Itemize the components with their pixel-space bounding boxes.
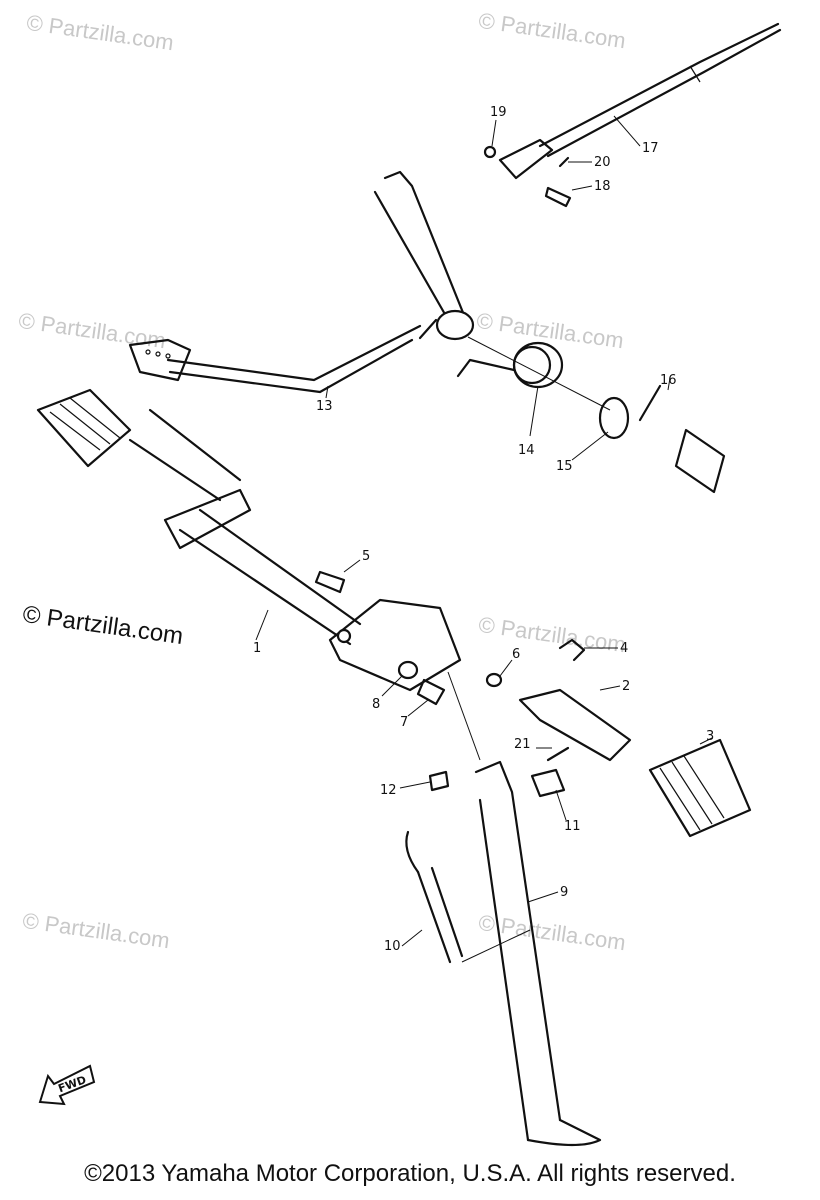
callout-12: 12 — [380, 783, 397, 798]
callout-21: 21 — [514, 737, 531, 752]
part-side-stand — [447, 671, 602, 1147]
part-return-spring — [456, 336, 611, 411]
callout-2: 2 — [622, 679, 630, 694]
part-stand-spring — [405, 830, 531, 964]
callout-14: 14 — [518, 443, 535, 458]
part-footrest-rubber-right — [648, 738, 752, 838]
callout-5: 5 — [362, 549, 370, 564]
part-pivot-shaft — [638, 384, 726, 494]
part-footrest-rubber-left — [36, 388, 132, 468]
callout-20: 20 — [594, 155, 611, 170]
part-spring-small — [558, 638, 586, 662]
callout-16: 16 — [660, 373, 677, 388]
part-cotter — [546, 746, 570, 762]
part-footrest-bar — [128, 408, 462, 692]
part-bolt-7 — [416, 678, 446, 706]
callout-15: 15 — [556, 459, 573, 474]
callouts: 1 2 3 4 5 6 7 8 9 10 11 12 13 14 15 16 1… — [253, 105, 714, 954]
part-brake-pedal — [128, 170, 475, 394]
callout-11: 11 — [564, 819, 581, 834]
callout-13: 13 — [316, 399, 333, 414]
callout-9: 9 — [560, 885, 568, 900]
callout-17: 17 — [642, 141, 659, 156]
callout-6: 6 — [512, 647, 520, 662]
part-nut — [428, 770, 450, 792]
forward-arrow-icon: FWD — [36, 1062, 96, 1111]
copyright-text: ©2013 Yamaha Motor Corporation, U.S.A. A… — [84, 1160, 736, 1187]
callout-10: 10 — [384, 939, 401, 954]
callout-19: 19 — [490, 105, 507, 120]
callout-18: 18 — [594, 179, 611, 194]
part-washer-small — [485, 672, 503, 688]
part-washer-8 — [397, 660, 419, 680]
part-bolt-11 — [530, 768, 566, 798]
part-brake-rod — [538, 22, 782, 158]
callout-3: 3 — [706, 729, 714, 744]
part-footrest-arm — [518, 688, 632, 762]
callout-4: 4 — [620, 641, 628, 656]
callout-8: 8 — [372, 697, 380, 712]
callout-7: 7 — [400, 715, 408, 730]
callout-1: 1 — [253, 641, 261, 656]
part-clevis — [483, 138, 572, 208]
part-bolt — [314, 570, 346, 594]
part-washer — [598, 396, 630, 440]
